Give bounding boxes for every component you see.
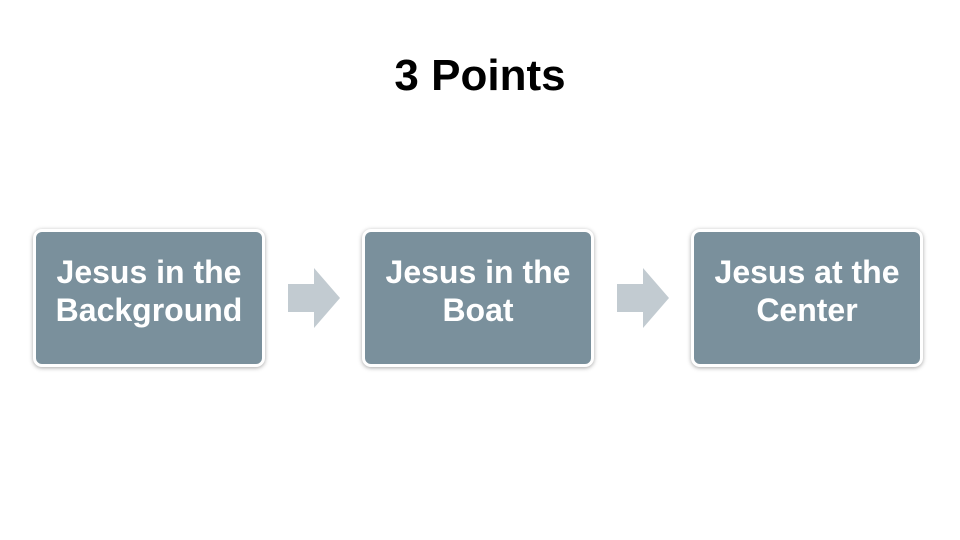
right-arrow-icon xyxy=(617,268,669,328)
step-box-2: Jesus in the Boat xyxy=(362,229,594,367)
slide-title: 3 Points xyxy=(394,51,566,100)
step-box-1: Jesus in the Background xyxy=(33,229,265,367)
step-label-1: Jesus in the Background xyxy=(55,254,243,328)
right-arrow-icon xyxy=(288,268,340,328)
step-label-2: Jesus in the Boat xyxy=(385,254,571,328)
step-label-3: Jesus at the Center xyxy=(714,254,900,328)
step-box-3: Jesus at the Center xyxy=(691,229,923,367)
